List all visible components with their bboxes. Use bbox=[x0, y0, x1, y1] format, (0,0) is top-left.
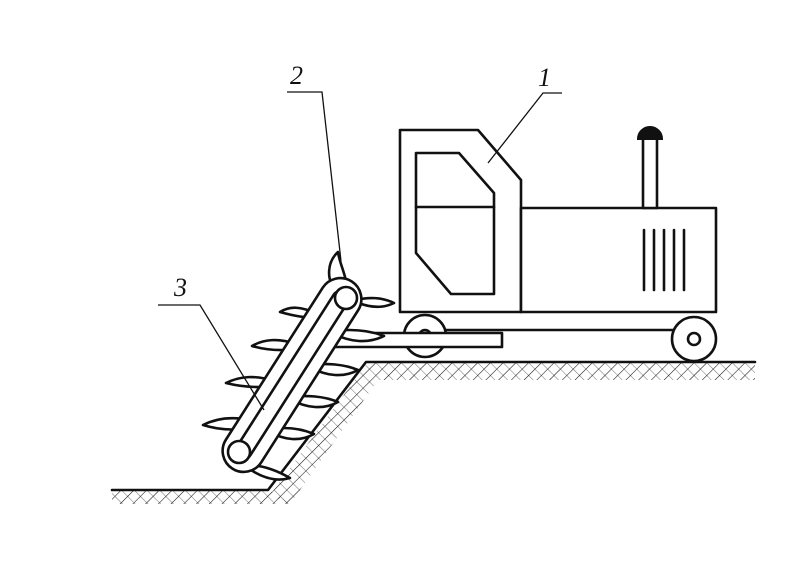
top-sprocket bbox=[333, 285, 359, 311]
ground-surface-line bbox=[110, 360, 757, 492]
label-3: 3 bbox=[173, 273, 187, 302]
ground-hatch-lower-b bbox=[112, 490, 290, 504]
tractor-exhaust-pipe bbox=[641, 136, 659, 210]
leader-line-3 bbox=[158, 304, 265, 411]
digging-chain bbox=[201, 250, 396, 481]
ground-hatch-slope-b bbox=[270, 362, 378, 504]
tractor-front-wheel-hub bbox=[686, 331, 702, 347]
leader-lines bbox=[158, 91, 562, 411]
label-1: 1 bbox=[538, 63, 551, 92]
ground bbox=[110, 360, 757, 504]
leader-line-1 bbox=[487, 92, 562, 164]
tractor-cab-window bbox=[414, 151, 496, 296]
tractor-front-wheel bbox=[670, 315, 718, 363]
bottom-sprocket bbox=[226, 439, 252, 465]
tractor-cab bbox=[398, 128, 523, 314]
leader-line-2 bbox=[287, 91, 342, 262]
tractor-exhaust-cap bbox=[636, 126, 664, 140]
label-2: 2 bbox=[290, 61, 303, 90]
tractor-grille bbox=[642, 228, 686, 292]
tractor bbox=[398, 126, 718, 363]
ground-hatch-upper-b bbox=[368, 362, 755, 380]
tractor-engine-body bbox=[519, 206, 718, 314]
